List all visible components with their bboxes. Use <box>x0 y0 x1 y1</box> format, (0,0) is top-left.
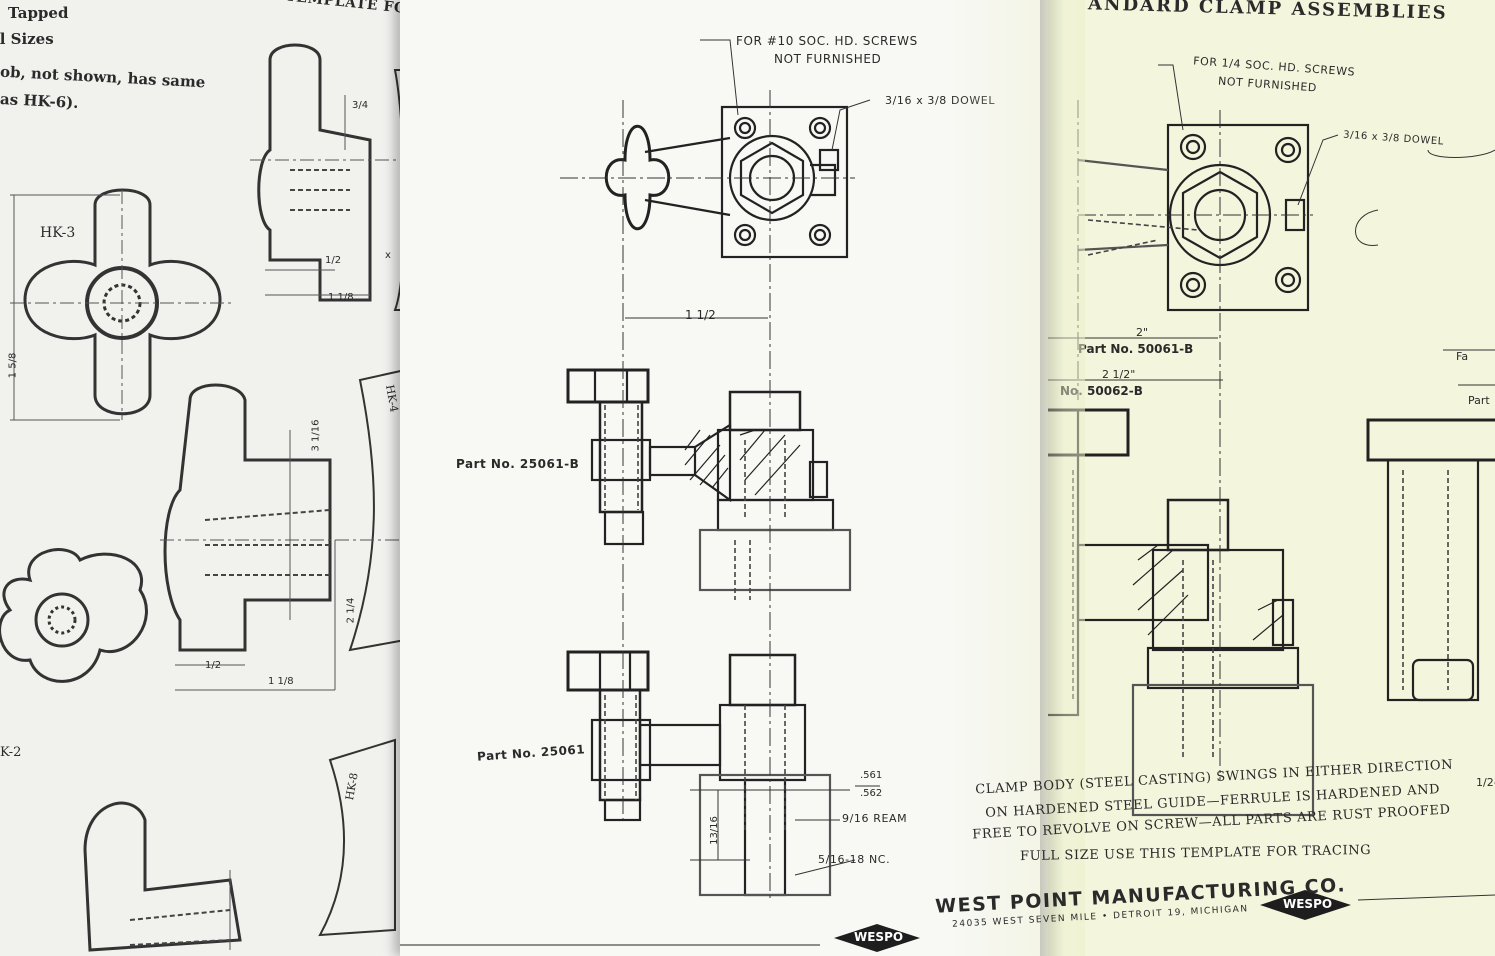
dim-half-1: 1/2 <box>325 255 342 266</box>
part-50061b-label: Part No. 50061-B <box>1078 342 1194 356</box>
wespo-logo-right: WESPO <box>1258 888 1353 926</box>
dim-3-16: 3 1/16 <box>310 419 322 452</box>
ream-note: 9/16 REAM <box>842 812 908 825</box>
wespo-logo-right-text: WESPO <box>1283 897 1333 911</box>
right-fragment-half: 1/2- <box>1476 776 1495 789</box>
dim-half-2: 1/2 <box>205 660 222 671</box>
part-25061b-label: Part No. 25061-B <box>456 457 580 471</box>
dim-x: x <box>385 250 391 261</box>
ream-bottom-value: .562 <box>860 788 883 799</box>
clamp-drawings-right <box>1048 64 1495 901</box>
thread-note: 5/16-18 NC. <box>818 853 891 866</box>
dim-1-1-8-a: 1 1/8 <box>328 292 354 303</box>
left-catalog-page: Tapped ll Sizes ob, not shown, has same … <box>0 0 420 956</box>
dim-2-half-inch: 2 1/2" <box>1102 368 1136 381</box>
left-text-sizes: ll Sizes <box>0 30 54 48</box>
right-fragment-fa: Fa <box>1456 350 1469 363</box>
dim-2-1-4-vertical: 2 1/4 <box>345 597 357 624</box>
dim-1-1-8-b: 1 1/8 <box>268 676 294 687</box>
label-hk3: HK-3 <box>40 225 76 241</box>
ream-top-value: .561 <box>860 770 883 781</box>
dim-1-5-8-vertical: 1 5/8 <box>7 352 19 379</box>
note-screws-10-line2: NOT FURNISHED <box>774 52 882 66</box>
dim-2-inch: 2" <box>1136 326 1149 339</box>
dim-1-half: 1 1/2 <box>685 308 716 322</box>
part-50062b-label: No. 50062-B <box>1060 384 1143 398</box>
dim-13-16: 13/16 <box>708 816 720 845</box>
knob-drawings-left <box>0 43 411 952</box>
label-k2: K-2 <box>0 745 22 760</box>
right-fragment-part: Part <box>1468 394 1490 407</box>
wespo-logo-middle: WESPO <box>832 922 922 956</box>
dim-3-4: 3/4 <box>352 100 369 111</box>
left-text-tapped: Tapped <box>8 4 69 22</box>
middle-catalog-page: FOR #10 SOC. HD. SCREWS NOT FURNISHED 3/… <box>400 0 1060 956</box>
wespo-logo-middle-text: WESPO <box>854 930 904 944</box>
clamp-drawings-middle <box>400 39 880 946</box>
note-screws-10-line1: FOR #10 SOC. HD. SCREWS <box>736 34 918 48</box>
note-dowel-middle: 3/16 x 3/8 DOWEL <box>885 94 996 107</box>
